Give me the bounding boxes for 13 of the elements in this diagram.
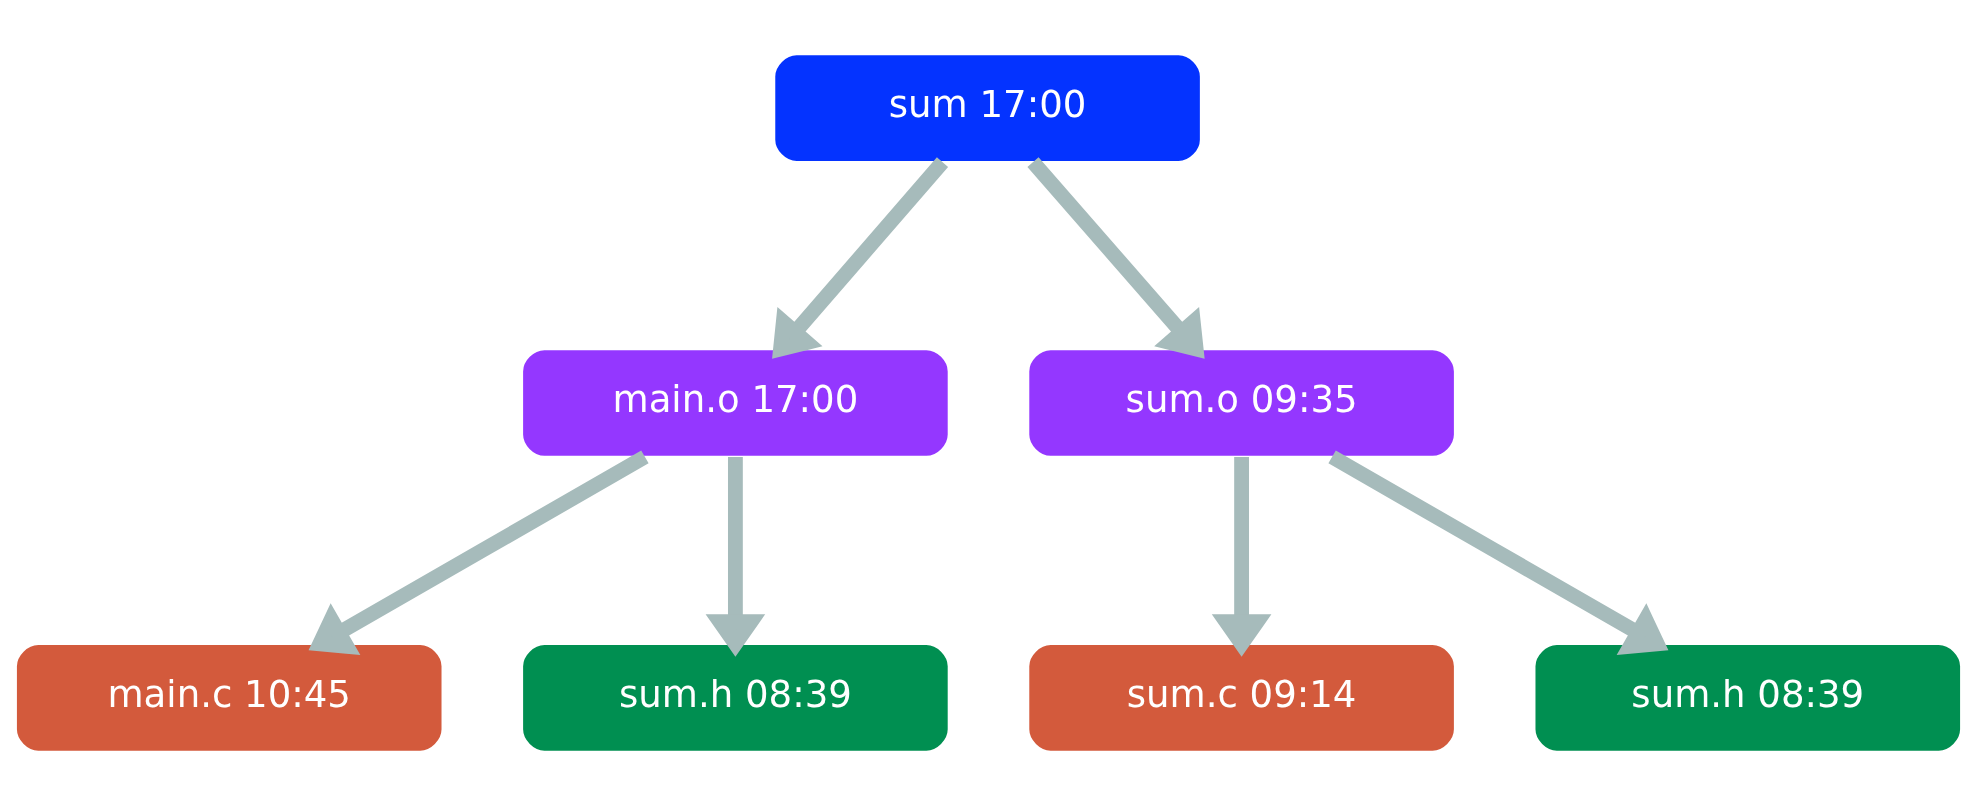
arrow [308, 449, 649, 655]
arrow [705, 456, 766, 657]
node-box: main.c 10:45 [15, 642, 444, 752]
arrow [1027, 156, 1205, 359]
arrow [1211, 456, 1272, 657]
node-box: sum.o 09:35 [1027, 347, 1456, 458]
arrow [1328, 449, 1669, 655]
node-box: sum 17:00 [773, 53, 1202, 163]
arrow [772, 156, 949, 359]
node-box: sum.h 08:39 [1533, 642, 1962, 752]
node-box: sum.h 08:39 [521, 642, 950, 752]
node-box: sum.c 09:14 [1027, 642, 1456, 752]
node-box: main.o 17:00 [521, 347, 950, 458]
